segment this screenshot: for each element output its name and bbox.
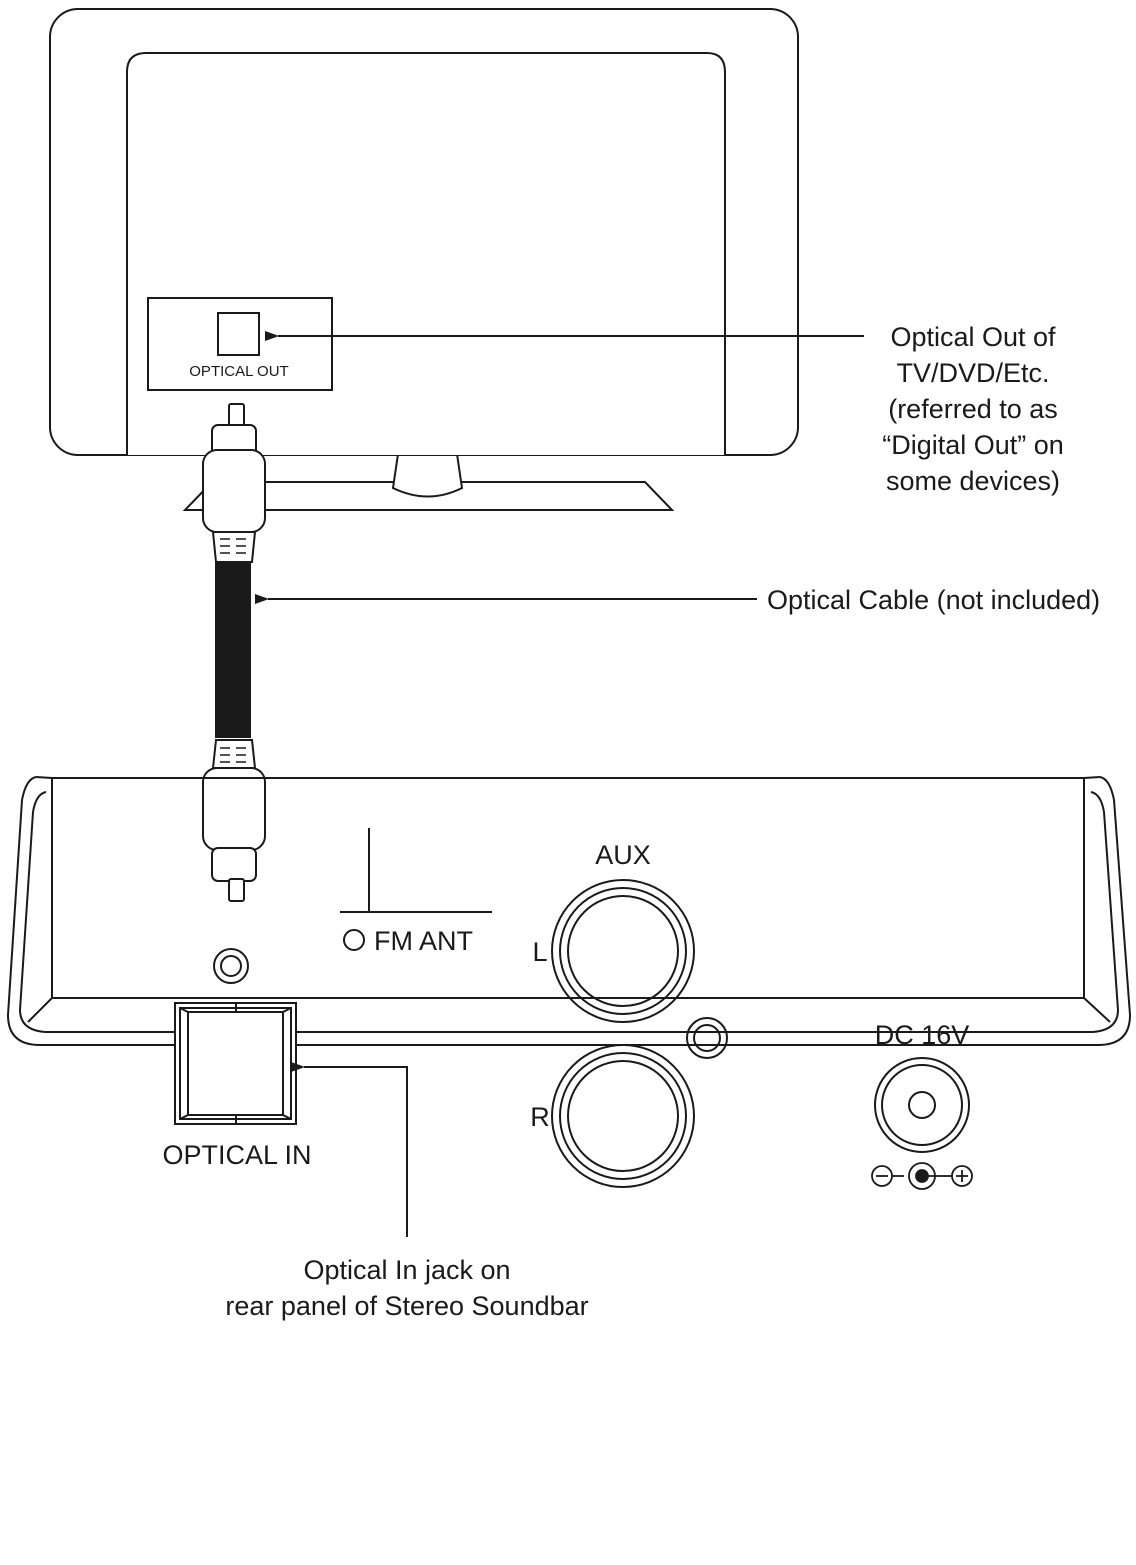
fm-antenna-symbol: [340, 828, 492, 951]
tv-callout-line-4: “Digital Out” on: [882, 430, 1064, 460]
tv-optical-out-label: OPTICAL OUT: [189, 363, 288, 380]
aux-left-label: L: [532, 937, 547, 967]
optical-in-callout-line-1: Optical In jack on: [303, 1255, 510, 1285]
tv: [49, 8, 799, 511]
aux-right-jack: [551, 1044, 695, 1188]
screw-small: [213, 948, 249, 984]
optical-in-callout-text: Optical In jack on rear panel of Stereo …: [225, 1255, 588, 1321]
tv-callout-text: Optical Out of TV/DVD/Etc. (referred to …: [882, 322, 1064, 496]
dc-power-jack: [874, 1057, 970, 1153]
cable-bottom-tip: [228, 878, 245, 902]
tv-callout-line-5: some devices): [886, 466, 1060, 496]
cable-bottom-boot: [202, 767, 266, 851]
cable-top-boot: [202, 449, 266, 533]
cable-body: [215, 559, 251, 716]
tv-optical-out-jack: [217, 312, 260, 356]
soundbar-rear-panel: [6, 776, 1132, 1190]
callout-arrows: [255, 331, 864, 1237]
fm-antenna-label: FM ANT: [374, 926, 473, 956]
tv-callout-line-3: (referred to as: [888, 394, 1058, 424]
optical-in-label: OPTICAL IN: [162, 1140, 311, 1170]
optical-in-callout-arrow: [291, 1062, 408, 1237]
fm-antenna-jack: [343, 929, 365, 951]
screw-aux: [686, 1017, 728, 1059]
tv-stand-neck: [391, 453, 464, 498]
optical-in-callout-line-2: rear panel of Stereo Soundbar: [225, 1291, 588, 1321]
tv-callout-line-1: Optical Out of: [890, 322, 1056, 352]
aux-right-label: R: [530, 1102, 550, 1132]
polarity-icon: [871, 1162, 973, 1190]
aux-left-jack: [551, 879, 695, 1023]
optical-cable: [202, 403, 266, 902]
dc-voltage-label: DC 16V: [875, 1020, 970, 1050]
soundbar-outline: [6, 776, 1132, 1046]
tv-screen: [126, 52, 726, 455]
cable-top-tip: [228, 403, 245, 427]
cable-callout-text: Optical Cable (not included): [767, 585, 1100, 615]
tv-callout-line-2: TV/DVD/Etc.: [896, 358, 1049, 388]
aux-label: AUX: [595, 840, 651, 870]
optical-in-jack: [174, 1002, 297, 1125]
